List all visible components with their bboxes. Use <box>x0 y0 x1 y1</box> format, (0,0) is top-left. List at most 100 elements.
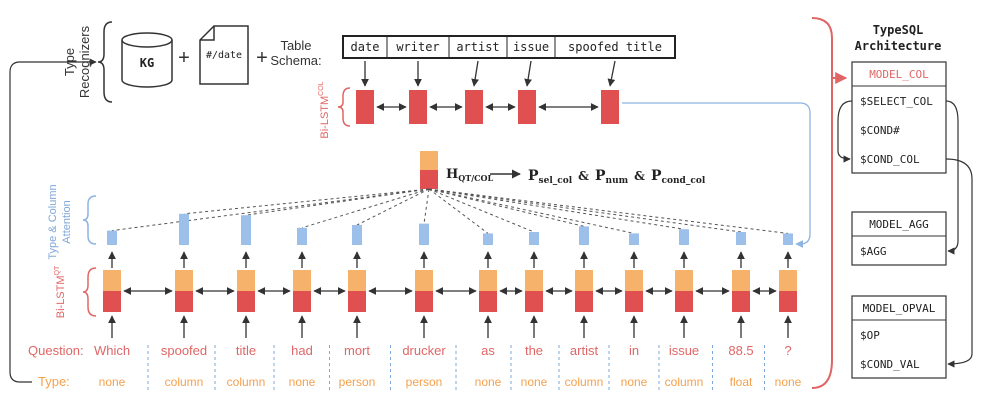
token-column: title column <box>195 188 430 392</box>
qt-lstm-cell-top <box>237 270 255 291</box>
schema-column-2: artist <box>456 40 499 54</box>
kg-label: KG <box>140 56 154 70</box>
token-type: none <box>775 375 802 389</box>
token-column: Which none <box>94 188 430 389</box>
question-token: in <box>629 343 639 358</box>
col-lstm-cell <box>409 90 427 124</box>
token-type: column <box>165 375 204 389</box>
question-token: drucker <box>402 343 446 358</box>
token-column: mort person <box>313 188 430 392</box>
col-lstm-cell <box>465 90 483 124</box>
table-schema-label-line2: Schema: <box>270 53 321 68</box>
question-token: mort <box>344 343 370 358</box>
attention-line <box>423 188 430 224</box>
qt-lstm-label-text: Bi-LSTM <box>55 275 67 318</box>
attention-line <box>428 188 685 230</box>
attention-bar <box>483 233 493 245</box>
arch-box-row: $COND_VAL <box>860 358 920 371</box>
arch-box-row: $OP <box>860 329 880 342</box>
attention-bar <box>783 233 793 245</box>
token-column: ?none <box>428 188 802 392</box>
qt-lstm-cell-bottom <box>479 291 497 312</box>
schema-column-0: date <box>351 40 380 54</box>
arch-box-header: MODEL_OPVAL <box>863 302 936 315</box>
arch-box-frame <box>851 61 947 174</box>
qt-lstm-cell-top <box>675 270 693 291</box>
arch-box-header: MODEL_AGG <box>869 218 929 231</box>
attention-bar <box>179 213 189 245</box>
attention-bar <box>736 232 746 245</box>
plus-sign-2: + <box>256 47 268 69</box>
p-cond-sub: cond_col <box>662 176 706 186</box>
qt-lstm-cell-top <box>348 270 366 291</box>
arch-box-header: MODEL_COL <box>869 68 929 81</box>
hidden-cell-top <box>420 151 438 170</box>
col-lstm-label: Bi-LSTMCOL <box>318 81 331 138</box>
attention-line <box>428 188 635 234</box>
attention-bar <box>579 226 589 245</box>
attention-bar <box>297 227 307 245</box>
question-token: spoofed <box>161 343 207 358</box>
token-type: none <box>99 375 126 389</box>
qt-lstm-cell-bottom <box>525 291 543 312</box>
tokens-layer: Which none spoofed column title column had none… <box>94 188 802 392</box>
qt-lstm-cell-bottom <box>103 291 121 312</box>
question-token: 88.5 <box>728 343 753 358</box>
h-sub: QT/COL <box>458 173 493 183</box>
qt-lstm-cell-bottom <box>675 291 693 312</box>
col-to-attention-connector <box>622 102 811 248</box>
type-label: Type: <box>38 374 70 389</box>
question-token: artist <box>570 343 599 358</box>
amp-1: & <box>578 169 589 183</box>
qt-lstm-cell-top <box>525 270 543 291</box>
attention-line <box>428 188 585 227</box>
attention-line <box>245 188 430 216</box>
token-type: person <box>339 375 376 389</box>
col-lstm-brace <box>337 87 351 127</box>
cond-to-opval-connector <box>945 158 973 368</box>
architecture-bracket <box>811 17 833 389</box>
attention-bar <box>241 215 251 245</box>
qt-lstm-cell-top <box>479 270 497 291</box>
col-lstm-cell <box>518 90 536 124</box>
schema-column-1: writer <box>396 40 439 54</box>
qt-lstm-cell-top <box>103 270 121 291</box>
token-type: column <box>227 375 266 389</box>
qt-lstm-cell-bottom <box>175 291 193 312</box>
question-token: Which <box>94 343 130 358</box>
table-schema-label-line1: Table <box>280 38 311 53</box>
col-lstm-cell <box>356 90 374 124</box>
attention-line <box>428 188 742 233</box>
h-text: H <box>446 167 458 182</box>
question-token: had <box>291 343 313 358</box>
architecture-title-line2: Architecture <box>855 39 942 53</box>
arch-box-row: $COND_COL <box>860 153 920 166</box>
arch-box-row: $COND# <box>860 124 900 137</box>
attention-bar <box>107 230 117 245</box>
qt-lstm-cell-top <box>625 270 643 291</box>
qt-lstm-brace <box>82 267 97 317</box>
amp-2: & <box>634 169 645 183</box>
token-type: column <box>565 375 604 389</box>
token-type: none <box>521 375 548 389</box>
qt-lstm-cell-bottom <box>575 291 593 312</box>
qt-lstm-cell-bottom <box>732 291 750 312</box>
schema-column-4: spoofed title <box>568 40 662 54</box>
question-token: title <box>236 343 256 358</box>
plus-sign-1: + <box>178 47 190 69</box>
arch-box-row: $AGG <box>860 245 887 258</box>
qt-lstm-label: Bi-LSTMQT <box>54 265 67 318</box>
question-token: as <box>481 343 495 358</box>
col-lstm-group <box>356 60 619 124</box>
attention-label-line1: Type & Column <box>47 184 59 259</box>
qt-lstm-cell-top <box>575 270 593 291</box>
arch-box-frame <box>851 295 947 379</box>
col-lstm-cell <box>601 90 619 124</box>
attention-line <box>111 188 430 232</box>
qt-lstm-label-sup: QT <box>54 265 61 275</box>
qt-lstm-cell-top <box>732 270 750 291</box>
p-sel: P <box>528 168 539 184</box>
architecture-title-line1: TypeSQL <box>873 23 924 37</box>
